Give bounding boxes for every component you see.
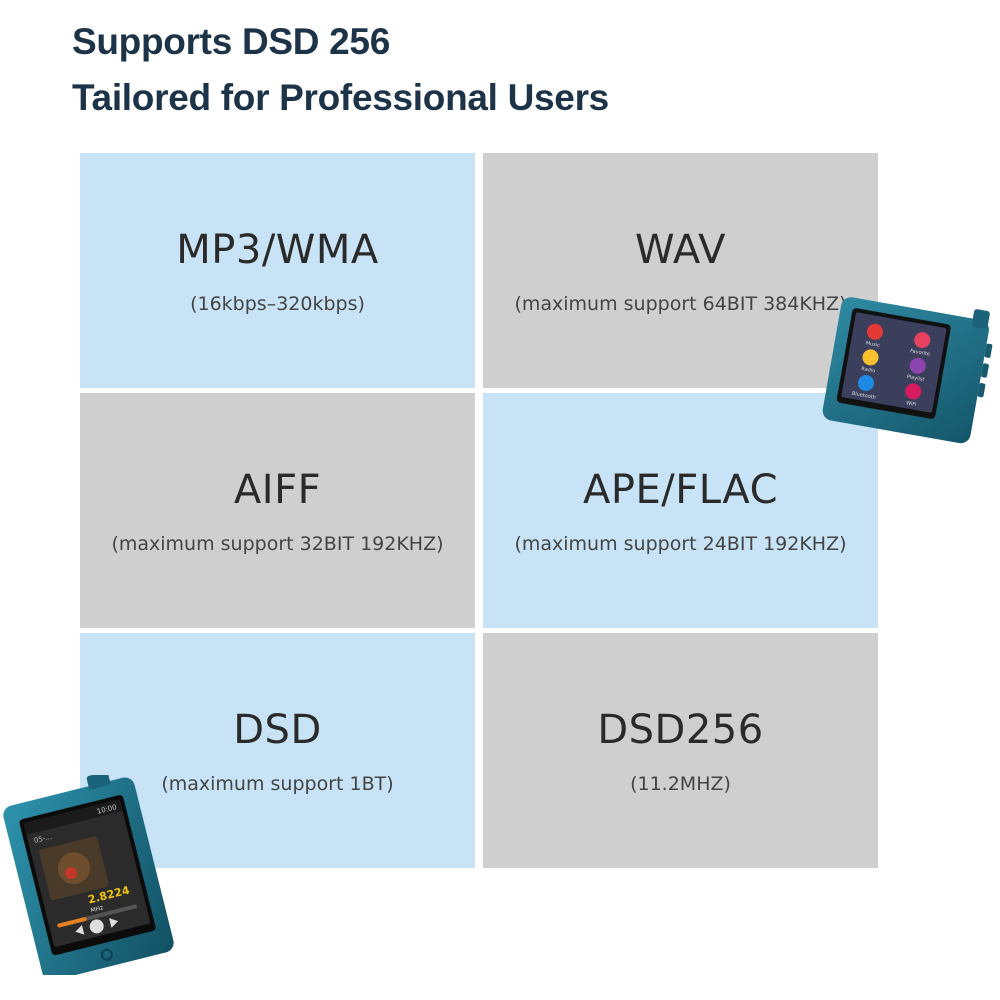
format-tile-aiff: AIFF (maximum support 32BIT 192KHZ): [80, 393, 475, 628]
favorite-app-icon: [914, 332, 931, 349]
home-button-icon: [100, 948, 113, 961]
menu-label-wifi: WiFi: [905, 400, 916, 408]
format-name: WAV: [634, 226, 727, 273]
bluetooth-app-icon: [857, 374, 874, 391]
format-name: DSD256: [597, 706, 764, 753]
menu-label-radio: Radio: [861, 366, 876, 374]
format-tile-mp3-wma: MP3/WMA (16kbps–320kbps): [80, 153, 475, 388]
menu-label-playlist: Playlist: [906, 374, 925, 383]
menu-label-bluetooth: Bluetooth: [851, 391, 876, 401]
format-name: MP3/WMA: [176, 226, 379, 273]
play-pause-icon: [89, 919, 104, 934]
music-app-icon: [867, 323, 884, 340]
format-detail: (11.2MHZ): [630, 772, 731, 795]
format-name: DSD: [233, 706, 322, 753]
headline: Supports DSD 256 Tailored for Profession…: [72, 14, 609, 126]
headline-line-1: Supports DSD 256: [72, 21, 390, 62]
player-device-now-playing: 10:00 05-... 2.8224 MHz: [3, 775, 174, 975]
format-detail: (maximum support 64BIT 384KHZ): [514, 292, 847, 315]
player-device-menu: Music Favorite Radio Playlist Bluetooth …: [822, 297, 993, 444]
format-detail: (maximum support 32BIT 192KHZ): [111, 532, 444, 555]
wifi-app-icon: [905, 383, 922, 400]
format-grid: MP3/WMA (16kbps–320kbps) WAV (maximum su…: [80, 153, 878, 869]
menu-label-favorite: Favorite: [910, 348, 931, 357]
format-name: APE/FLAC: [582, 466, 779, 513]
format-detail: (maximum support 1BT): [161, 772, 394, 795]
next-track-icon: [109, 918, 119, 928]
prev-track-icon: [75, 924, 85, 935]
format-name: AIFF: [233, 466, 322, 513]
radio-app-icon: [862, 349, 879, 366]
format-detail: (maximum support 24BIT 192KHZ): [514, 532, 847, 555]
menu-label-music: Music: [865, 340, 880, 348]
playlist-app-icon: [909, 357, 926, 374]
format-detail: (16kbps–320kbps): [190, 292, 365, 315]
format-tile-dsd: DSD (maximum support 1BT): [80, 633, 475, 868]
format-tile-wav: WAV (maximum support 64BIT 384KHZ): [483, 153, 878, 388]
format-tile-ape-flac: APE/FLAC (maximum support 24BIT 192KHZ): [483, 393, 878, 628]
dsd-rate-unit: MHz: [90, 904, 104, 914]
headline-line-2: Tailored for Professional Users: [72, 77, 609, 118]
format-tile-dsd256: DSD256 (11.2MHZ): [483, 633, 878, 868]
